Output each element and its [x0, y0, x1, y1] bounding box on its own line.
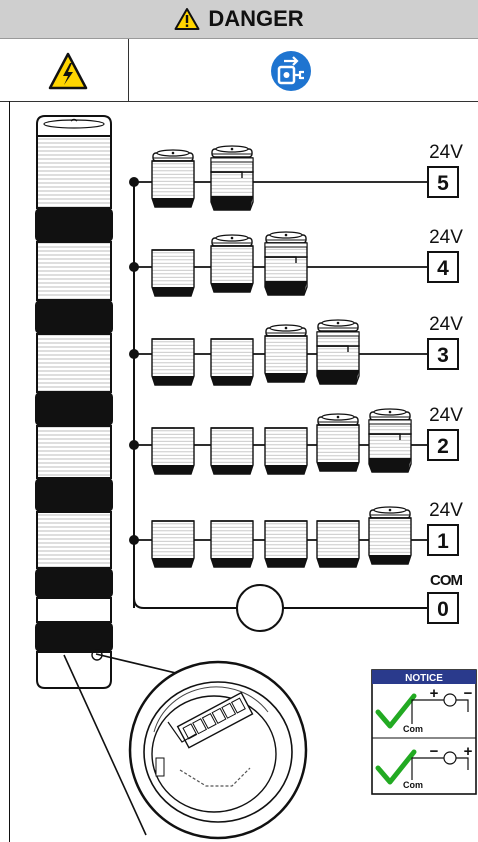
terminal-4: 24V 4: [427, 227, 463, 283]
notice-row-2-left-sign: −: [430, 743, 439, 760]
terminal-4-voltage: 24V: [429, 227, 463, 248]
notice-row-2-right-sign: +: [464, 743, 473, 760]
terminal-2-label: 2: [437, 435, 449, 458]
terminal-4-label: 4: [437, 257, 449, 280]
left-border-line: [9, 101, 10, 842]
terminal-3-label: 3: [437, 344, 449, 367]
danger-title: DANGER: [208, 6, 304, 31]
terminal-0-label: 0: [437, 598, 449, 621]
symbol-divider: [128, 39, 129, 101]
notice-row-2-com: Com: [403, 780, 423, 790]
terminal-1: 24V 1: [427, 500, 463, 556]
notice-title: NOTICE: [405, 673, 443, 684]
checkmark-icon: [375, 749, 417, 785]
terminal-0: COM 0: [427, 572, 464, 624]
notice-row-1-left-sign: +: [430, 685, 439, 702]
terminal-2-voltage: 24V: [429, 405, 463, 426]
warning-triangle-icon: [174, 8, 200, 30]
electric-hazard-icon: [48, 52, 88, 90]
terminal-1-voltage: 24V: [429, 500, 463, 521]
terminal-3: 24V 3: [427, 314, 463, 370]
notice-box: NOTICE + − Com − + Com: [371, 669, 477, 795]
checkmark-icon: [375, 693, 417, 729]
terminal-3-voltage: 24V: [429, 314, 463, 335]
notice-row-1-com: Com: [403, 724, 423, 734]
terminal-0-voltage: COM: [430, 572, 463, 589]
disconnect-power-icon: [271, 51, 311, 91]
terminal-5-voltage: 24V: [429, 142, 463, 163]
signal-tower: [35, 115, 113, 689]
connector-detail-magnifier: [128, 660, 308, 840]
terminal-1-label: 1: [437, 530, 449, 553]
warning-symbol-row: [0, 39, 478, 102]
terminal-5-label: 5: [437, 172, 449, 195]
terminal-5: 24V 5: [427, 142, 463, 198]
danger-header: DANGER: [0, 0, 478, 39]
terminal-2: 24V 2: [427, 405, 463, 461]
notice-row-1-right-sign: −: [464, 685, 473, 702]
notice-header: [372, 670, 476, 684]
